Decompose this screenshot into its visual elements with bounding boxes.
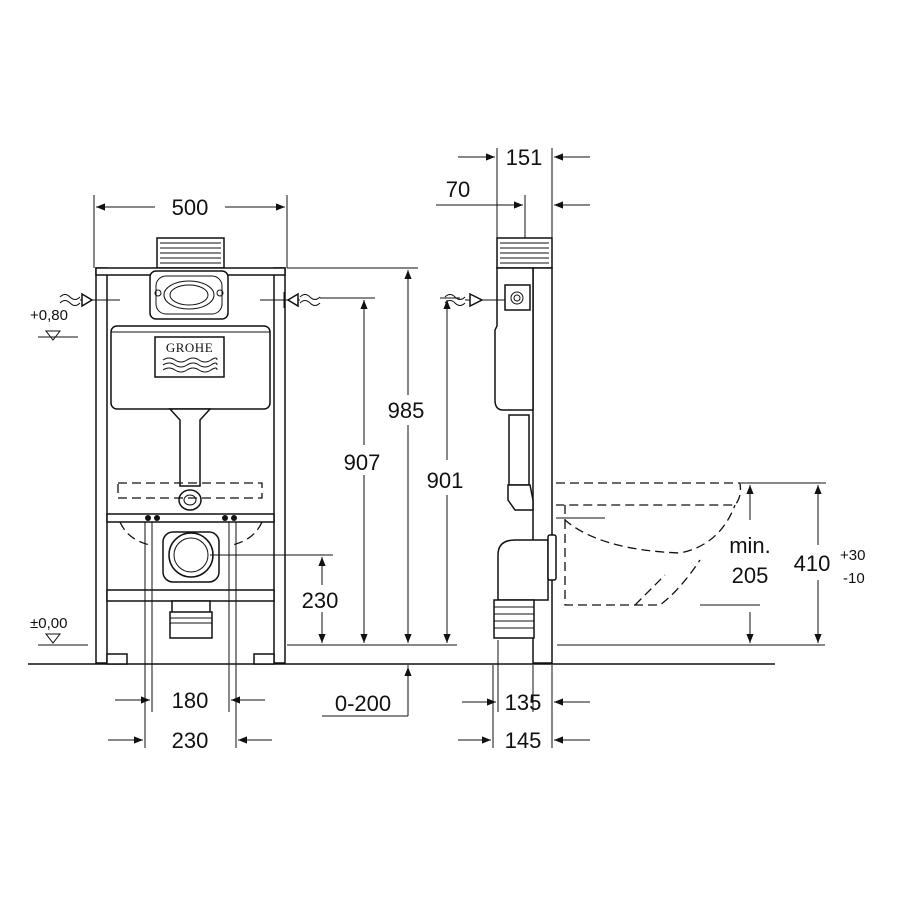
svg-text:-10: -10	[843, 570, 865, 587]
dim-depth-135: 135	[462, 640, 590, 715]
svg-text:985: 985	[388, 398, 425, 423]
svg-text:+0,80: +0,80	[30, 307, 68, 324]
dim-fixing-180: 180	[115, 522, 265, 713]
dim-fixing-230: 230	[108, 522, 272, 753]
svg-text:±0,00: ±0,00	[30, 615, 67, 632]
toilet-bowl-outline	[556, 482, 742, 606]
dim-height-907: 907	[320, 297, 381, 643]
svg-text:145: 145	[505, 728, 542, 753]
svg-text:205: 205	[732, 563, 769, 588]
dim-bowl-min-205: min. 205	[700, 482, 771, 643]
svg-text:0-200: 0-200	[335, 691, 391, 716]
svg-text:min.: min.	[729, 533, 771, 558]
dim-width-500: 500	[93, 195, 288, 268]
dim-height-901: 901	[427, 297, 464, 643]
svg-text:230: 230	[172, 728, 209, 753]
grohe-logo: GROHE	[154, 336, 225, 378]
svg-text:135: 135	[505, 690, 542, 715]
outlet-pipe	[168, 532, 214, 578]
svg-text:70: 70	[446, 177, 470, 202]
dim-seat-410: 410 +30 -10	[760, 482, 865, 643]
svg-text:151: 151	[506, 145, 543, 170]
svg-text:+30: +30	[840, 547, 865, 564]
svg-text:410: 410	[794, 551, 831, 576]
dim-depth-145: 145	[458, 665, 590, 753]
dim-height-985: 985	[287, 267, 425, 643]
dim-depth-151: 151	[458, 145, 590, 238]
dim-depth-70: 70	[436, 177, 590, 238]
svg-text:GROHE: GROHE	[166, 340, 213, 355]
inspection-opening	[149, 270, 229, 320]
side-view: 151 70 901 135	[427, 145, 866, 753]
svg-text:180: 180	[172, 688, 209, 713]
svg-text:500: 500	[172, 195, 209, 220]
dim-height-230: 230	[210, 554, 339, 643]
dim-floor-adjust: 0-200	[322, 665, 412, 717]
cistern	[110, 325, 271, 410]
svg-text:901: 901	[427, 468, 464, 493]
front-view: GROHE	[30, 195, 424, 753]
level-mark-floor: ±0,00	[30, 615, 88, 646]
svg-text:230: 230	[302, 588, 339, 613]
svg-text:907: 907	[344, 450, 381, 475]
level-mark-top: +0,80	[30, 307, 78, 341]
